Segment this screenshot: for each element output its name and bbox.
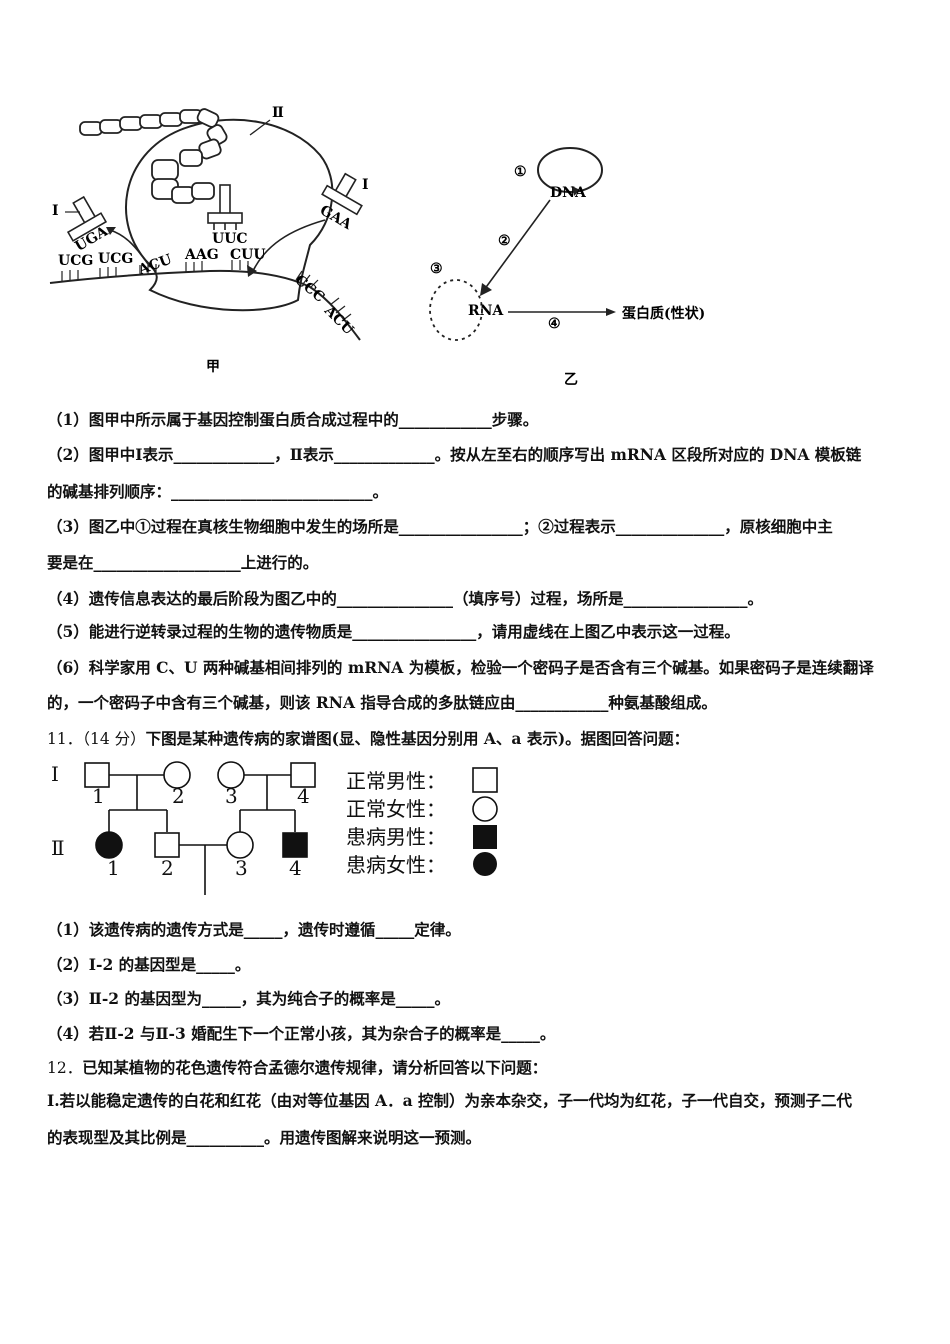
legend-normal-female-symbol (472, 796, 498, 822)
pedigree-II1-number: 1 (107, 856, 120, 880)
generation-2-label: Ⅱ (51, 836, 65, 860)
pedigree-I2-number: 2 (172, 784, 185, 808)
step-1-label: ① (514, 164, 527, 180)
pedigree-chart: Ⅰ Ⅱ 1 2 3 4 1 2 3 4 (51, 761, 316, 895)
q11-sub-1: （1）该遗传病的遗传方式是_____，遗传时遵循_____定律。 (47, 920, 461, 939)
label-trna-right-roman: Ⅰ (362, 177, 369, 193)
peptide-chain (79, 108, 228, 204)
codon-4: AAG (184, 247, 219, 263)
legend-affected-female-symbol (473, 852, 497, 876)
codon-7: ACU (320, 302, 356, 338)
trna-right (321, 172, 363, 216)
q10-item-3-line-1: （3）图乙中①过程在真核生物细胞中发生的场所是________________；… (47, 517, 833, 536)
codon-2: UCG (98, 251, 133, 267)
pedigree-II4-affected-male (282, 832, 308, 858)
legend-affected-male-symbol (473, 825, 497, 849)
q12-part-1-line-1: I.若以能稳定遗传的白花和红花（由对等位基因 A．a 控制）为亲本杂交，子一代均… (47, 1091, 853, 1110)
pedigree-II2-number: 2 (161, 856, 174, 880)
q12-part-1-line-2: 的表现型及其比例是__________。用遗传图解来说明这一预测。 (47, 1128, 482, 1147)
q10-item-1: （1）图甲中所示属于基因控制蛋白质合成过程中的____________步骤。 (47, 410, 539, 429)
caption-jia: 甲 (206, 359, 220, 375)
q11-number: 11．（14 分） (47, 730, 146, 748)
mrna-strand (49, 269, 361, 341)
caption-yi: 乙 (564, 372, 578, 388)
rna-label: RNA (468, 303, 504, 319)
q12-header: 12．已知某植物的花色遗传符合孟德尔遗传规律，请分析回答以下问题： (47, 1058, 907, 1078)
pedigree-I4-number: 4 (297, 784, 310, 808)
q12-number: 12． (47, 1059, 83, 1077)
legend-normal-male-label: 正常男性： (346, 769, 446, 793)
legend-affected-female-label: 患病女性： (346, 853, 446, 877)
protein-label: 蛋白质(性状) (622, 305, 705, 322)
trna-middle-anticodon: UUC (212, 231, 248, 247)
codon-1: UCG (58, 253, 93, 269)
step-3-label: ③ (430, 261, 443, 277)
q11-header: 11．（14 分）下图是某种遗传病的家谱图(显、隐性基因分别用 A、a 表示)。… (47, 729, 907, 749)
q10-item-6-line-1: （6）科学家用 C、U 两种碱基相间排列的 mRNA 为模板，检验一个密码子是否… (47, 658, 874, 677)
label-ribosome-roman: Ⅱ (272, 105, 284, 121)
q11-sub-3: （3）Ⅱ-2 的基因型为_____，其为纯合子的概率是_____。 (47, 989, 450, 1008)
pedigree-II2-normal-male (154, 832, 180, 858)
q11-stem: 下图是某种遗传病的家谱图(显、隐性基因分别用 A、a 表示)。据图回答问题： (145, 729, 690, 748)
q10-item-3-line-2: 要是在___________________上进行的。 (47, 553, 319, 572)
pedigree-I1-number: 1 (92, 784, 105, 808)
q11-sub-4: （4）若Ⅱ-2 与Ⅱ-3 婚配生下一个正常小孩，其为杂合子的概率是_____。 (47, 1024, 556, 1043)
trna-middle (207, 184, 243, 230)
q10-item-2-line-2: 的碱基排列顺序：__________________________。 (47, 482, 389, 501)
legend-affected-male-label: 患病男性： (346, 825, 446, 849)
figure-jia-translation: UUC Ⅱ UGA Ⅰ GAA Ⅰ UCG UCG ACU AAG CUU CC… (49, 105, 369, 375)
pedigree-II3-number: 3 (235, 856, 248, 880)
legend-normal-female-label: 正常女性： (346, 797, 446, 821)
pedigree-I3-number: 3 (225, 784, 238, 808)
legend-symbols (472, 767, 498, 876)
step-2-label: ② (498, 233, 511, 249)
pedigree-II3-normal-female (226, 831, 254, 859)
dna-label: DNA (550, 185, 587, 201)
q10-item-6-line-2: 的，一个密码子中含有三个碱基，则该 RNA 指导合成的多肽链应由________… (47, 693, 717, 712)
q10-item-2-line-1: （2）图甲中Ⅰ表示_____________，Ⅱ表示_____________。… (47, 445, 862, 464)
q10-item-5: （5）能进行逆转录过程的生物的遗传物质是________________，请用虚… (47, 622, 740, 641)
ribosome-outline (125, 118, 334, 312)
legend-normal-male-symbol (472, 767, 498, 793)
trna-left (66, 195, 108, 242)
pedigree-II4-number: 4 (289, 856, 302, 880)
generation-1-label: Ⅰ (51, 762, 59, 786)
codon-5: CUU (230, 247, 266, 263)
q12-stem: 已知某植物的花色遗传符合孟德尔遗传规律，请分析回答以下问题： (82, 1058, 548, 1077)
pedigree-II1-affected-female (95, 831, 123, 859)
figure-yi-central-dogma: ① DNA ② ③ RNA ④ 蛋白质(性状) 乙 (429, 147, 705, 388)
q10-item-4: （4）遗传信息表达的最后阶段为图乙中的_______________（填序号）过… (47, 589, 764, 608)
label-trna-left-roman: Ⅰ (52, 203, 59, 219)
pedigree-I4-normal-male (290, 762, 316, 788)
q11-sub-2: （2）Ⅰ-2 的基因型是_____。 (47, 955, 251, 974)
step-4-label: ④ (548, 316, 561, 332)
